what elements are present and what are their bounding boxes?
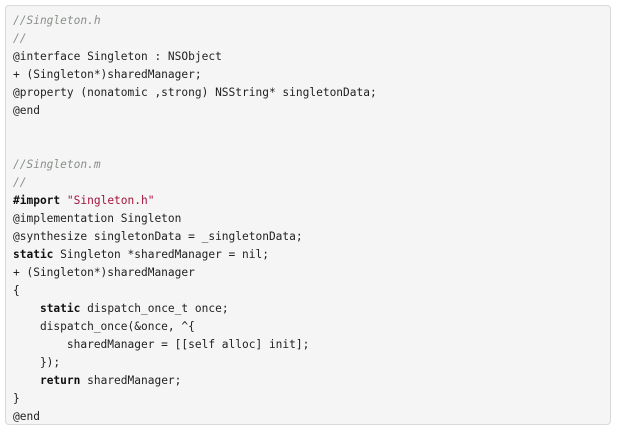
code-text: @implementation Singleton: [13, 212, 182, 225]
code-line: @synthesize singletonData = _singletonDa…: [13, 228, 610, 246]
code-text: @end: [13, 104, 40, 117]
code-text: sharedManager = [[self alloc] init];: [13, 338, 310, 351]
code-line: //Singleton.h: [13, 12, 610, 30]
code-text: }: [13, 392, 20, 405]
code-text: [13, 374, 40, 387]
code-text: @end: [13, 410, 40, 423]
code-line: static dispatch_once_t once;: [13, 300, 610, 318]
code-block: //Singleton.h // @interface Singleton : NS…: [5, 5, 611, 425]
code-line: @end: [13, 102, 610, 120]
code-text: Singleton *sharedManager = nil;: [53, 248, 269, 261]
code-text: {: [13, 284, 20, 297]
code-line: //Singleton.m: [13, 156, 610, 174]
code-keyword: static: [39, 302, 81, 315]
code-line: return sharedManager;: [13, 372, 610, 390]
code-line: @end: [13, 408, 610, 426]
code-line: }: [13, 390, 610, 408]
code-text: });: [13, 356, 61, 369]
code-line: [13, 120, 610, 138]
code-line: @property (nonatomic ,strong) NSString* …: [13, 84, 610, 102]
code-text: sharedManager;: [80, 374, 182, 387]
code-line: [13, 138, 610, 156]
code-text: @interface Singleton : NSObject: [13, 50, 222, 63]
code-comment: //: [13, 176, 27, 189]
code-text: [60, 194, 67, 207]
code-keyword: #import: [13, 194, 61, 207]
code-comment: //: [13, 32, 27, 45]
code-line: + (Singleton*)sharedManager: [13, 264, 610, 282]
code-text: dispatch_once_t once;: [80, 302, 229, 315]
code-text: @synthesize singletonData = _singletonDa…: [13, 230, 303, 243]
code-line: sharedManager = [[self alloc] init];: [13, 336, 610, 354]
code-line: @implementation Singleton: [13, 210, 610, 228]
code-string: "Singleton.h": [66, 194, 155, 207]
code-text: @property (nonatomic ,strong) NSString* …: [13, 86, 377, 99]
code-line: });: [13, 354, 610, 372]
code-line: {: [13, 282, 610, 300]
code-text: + (Singleton*)sharedManager;: [13, 68, 202, 81]
code-line: + (Singleton*)sharedManager;: [13, 66, 610, 84]
code-line: //: [13, 174, 610, 192]
code-line: static Singleton *sharedManager = nil;: [13, 246, 610, 264]
code-line: dispatch_once(&once, ^{: [13, 318, 610, 336]
code-line: @interface Singleton : NSObject: [13, 48, 610, 66]
code-comment: //Singleton.m: [13, 158, 101, 171]
code-keyword: static: [13, 248, 54, 261]
code-line: #import "Singleton.h": [13, 192, 610, 210]
code-text: dispatch_once(&once, ^{: [13, 320, 195, 333]
code-keyword: return: [39, 374, 81, 387]
code-text: + (Singleton*)sharedManager: [13, 266, 195, 279]
code-text: [13, 302, 40, 315]
code-comment: //Singleton.h: [13, 14, 101, 27]
code-line: //: [13, 30, 610, 48]
